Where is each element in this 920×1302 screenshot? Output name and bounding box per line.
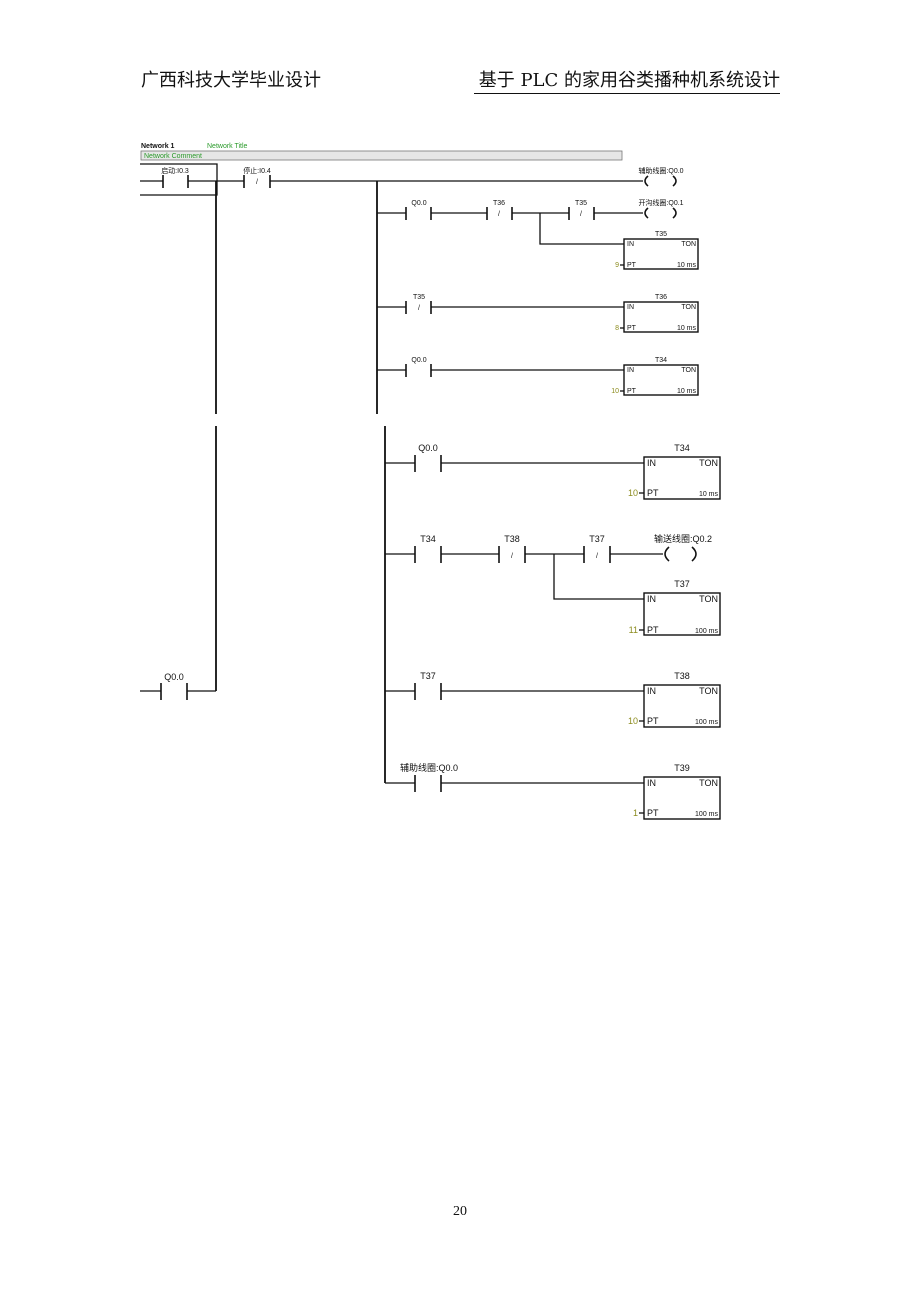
svg-text:Q0.0: Q0.0 (164, 672, 184, 682)
ladder-figure-bottom: Q0.0 Q0.0 T34 IN TON PT 10 ms 10 T34 (140, 426, 721, 820)
start-contact: 启动:I0.3 (161, 166, 189, 188)
t35-contact-nc: / T35 (568, 200, 595, 220)
svg-text:TON: TON (699, 458, 718, 468)
svg-text:100 ms: 100 ms (695, 719, 718, 726)
svg-text:IN: IN (627, 241, 634, 248)
svg-text:T37: T37 (589, 534, 605, 544)
svg-text:10: 10 (628, 488, 638, 498)
network-comment-bar (140, 150, 623, 161)
page-number: 20 (453, 1204, 467, 1219)
selection-frame (140, 163, 218, 196)
q00-contact: Q0.0 (405, 200, 432, 220)
svg-text:10: 10 (628, 716, 638, 726)
header-school: 广西科技大学毕业设计 (141, 70, 321, 91)
timer-t39: T39 IN TON PT 100 ms 1 (633, 763, 721, 820)
svg-text:IN: IN (647, 778, 656, 788)
svg-text:/: / (418, 305, 420, 312)
network-comment: Network Comment (144, 153, 202, 160)
convey-coil: 输送线圈:Q0.2 (654, 533, 712, 562)
svg-text:1: 1 (633, 808, 638, 818)
svg-text:PT: PT (647, 808, 659, 818)
svg-text:辅助线圈:Q0.0: 辅助线圈:Q0.0 (400, 762, 458, 773)
svg-text:TON: TON (681, 241, 696, 248)
svg-text:Q0.0: Q0.0 (418, 443, 438, 453)
svg-text:T35: T35 (413, 294, 425, 301)
timer-t35: T35 IN TON PT 10 ms 9 (615, 231, 699, 270)
q00-contact-3: Q0.0 (414, 443, 442, 472)
svg-text:T35: T35 (655, 231, 667, 238)
svg-text:T34: T34 (655, 357, 667, 364)
svg-text:IN: IN (627, 367, 634, 374)
svg-text:开沟线圈:Q0.1: 开沟线圈:Q0.1 (638, 198, 683, 207)
svg-text:输送线圈:Q0.2: 输送线圈:Q0.2 (654, 533, 712, 544)
svg-text:IN: IN (647, 686, 656, 696)
svg-text:100 ms: 100 ms (695, 811, 718, 818)
aux-q00-contact: 辅助线圈:Q0.0 (400, 762, 458, 792)
svg-text:10 ms: 10 ms (677, 325, 697, 332)
svg-text:IN: IN (627, 304, 634, 311)
svg-text:10 ms: 10 ms (699, 491, 719, 498)
svg-text:辅助线圈:Q0.0: 辅助线圈:Q0.0 (638, 166, 683, 175)
svg-text:T35: T35 (575, 200, 587, 207)
t37-contact-nc: / T37 (583, 534, 611, 563)
svg-text:T34: T34 (674, 443, 690, 453)
svg-text:Q0.0: Q0.0 (411, 200, 426, 207)
stop-contact-nc: / 停止:I0.4 (243, 166, 271, 188)
svg-text:PT: PT (647, 716, 659, 726)
timer-t37: T37 IN TON PT 100 ms 11 (629, 579, 721, 636)
svg-text:/: / (580, 211, 582, 218)
svg-text:TON: TON (681, 304, 696, 311)
network-title: Network Title (207, 143, 248, 150)
trench-coil: 开沟线圈:Q0.1 (638, 198, 684, 219)
timer-t38: T38 IN TON PT 100 ms 10 (628, 671, 721, 728)
svg-text:11: 11 (629, 625, 638, 635)
svg-text:T39: T39 (674, 763, 690, 773)
t37-contact: T37 (414, 671, 442, 700)
t38-contact-nc: / T38 (498, 534, 526, 563)
svg-text:PT: PT (647, 488, 659, 498)
svg-text:停止:I0.4: 停止:I0.4 (243, 166, 271, 175)
svg-text:T36: T36 (655, 294, 667, 301)
svg-text:Q0.0: Q0.0 (411, 357, 426, 364)
svg-text:/: / (511, 553, 513, 560)
svg-text:T37: T37 (420, 671, 436, 681)
ladder-figure-top: Network 1 Network Title Network Comment … (140, 143, 699, 414)
svg-text:PT: PT (627, 262, 637, 269)
svg-text:IN: IN (647, 458, 656, 468)
svg-text:10 ms: 10 ms (677, 262, 697, 269)
svg-text:8: 8 (615, 325, 619, 332)
svg-text:T36: T36 (493, 200, 505, 207)
svg-text:TON: TON (699, 778, 718, 788)
svg-text:100 ms: 100 ms (695, 628, 718, 635)
t35-contact-nc-2: / T35 (405, 294, 432, 314)
svg-text:T37: T37 (674, 579, 690, 589)
timer-t34-top: T34 IN TON PT 10 ms 10 (611, 357, 699, 396)
svg-text:TON: TON (681, 367, 696, 374)
svg-text:/: / (498, 211, 500, 218)
svg-text:IN: IN (647, 594, 656, 604)
svg-text:TON: TON (699, 686, 718, 696)
svg-text:启动:I0.3: 启动:I0.3 (161, 166, 189, 175)
svg-text:10: 10 (611, 388, 619, 395)
timer-t34: T34 IN TON PT 10 ms 10 (628, 443, 721, 500)
svg-text:9: 9 (615, 262, 619, 269)
svg-text:T34: T34 (420, 534, 436, 544)
svg-text:PT: PT (627, 388, 637, 395)
svg-text:PT: PT (627, 325, 637, 332)
svg-text:/: / (596, 553, 598, 560)
svg-text:T38: T38 (674, 671, 690, 681)
header-thesis-title: 基于 PLC 的家用谷类播种机系统设计 (474, 66, 780, 94)
t34-contact: T34 (414, 534, 442, 563)
svg-text:10 ms: 10 ms (677, 388, 697, 395)
q00-contact-2: Q0.0 (405, 357, 432, 377)
timer-t36: T36 IN TON PT 10 ms 8 (615, 294, 699, 333)
t36-contact-nc: / T36 (486, 200, 513, 220)
svg-text:/: / (256, 179, 258, 186)
svg-text:TON: TON (699, 594, 718, 604)
svg-text:PT: PT (647, 625, 659, 635)
network-label: Network 1 (141, 143, 175, 150)
svg-text:T38: T38 (504, 534, 520, 544)
q00-hold-contact: Q0.0 (160, 672, 188, 700)
aux-coil: 辅助线圈:Q0.0 (638, 166, 684, 187)
